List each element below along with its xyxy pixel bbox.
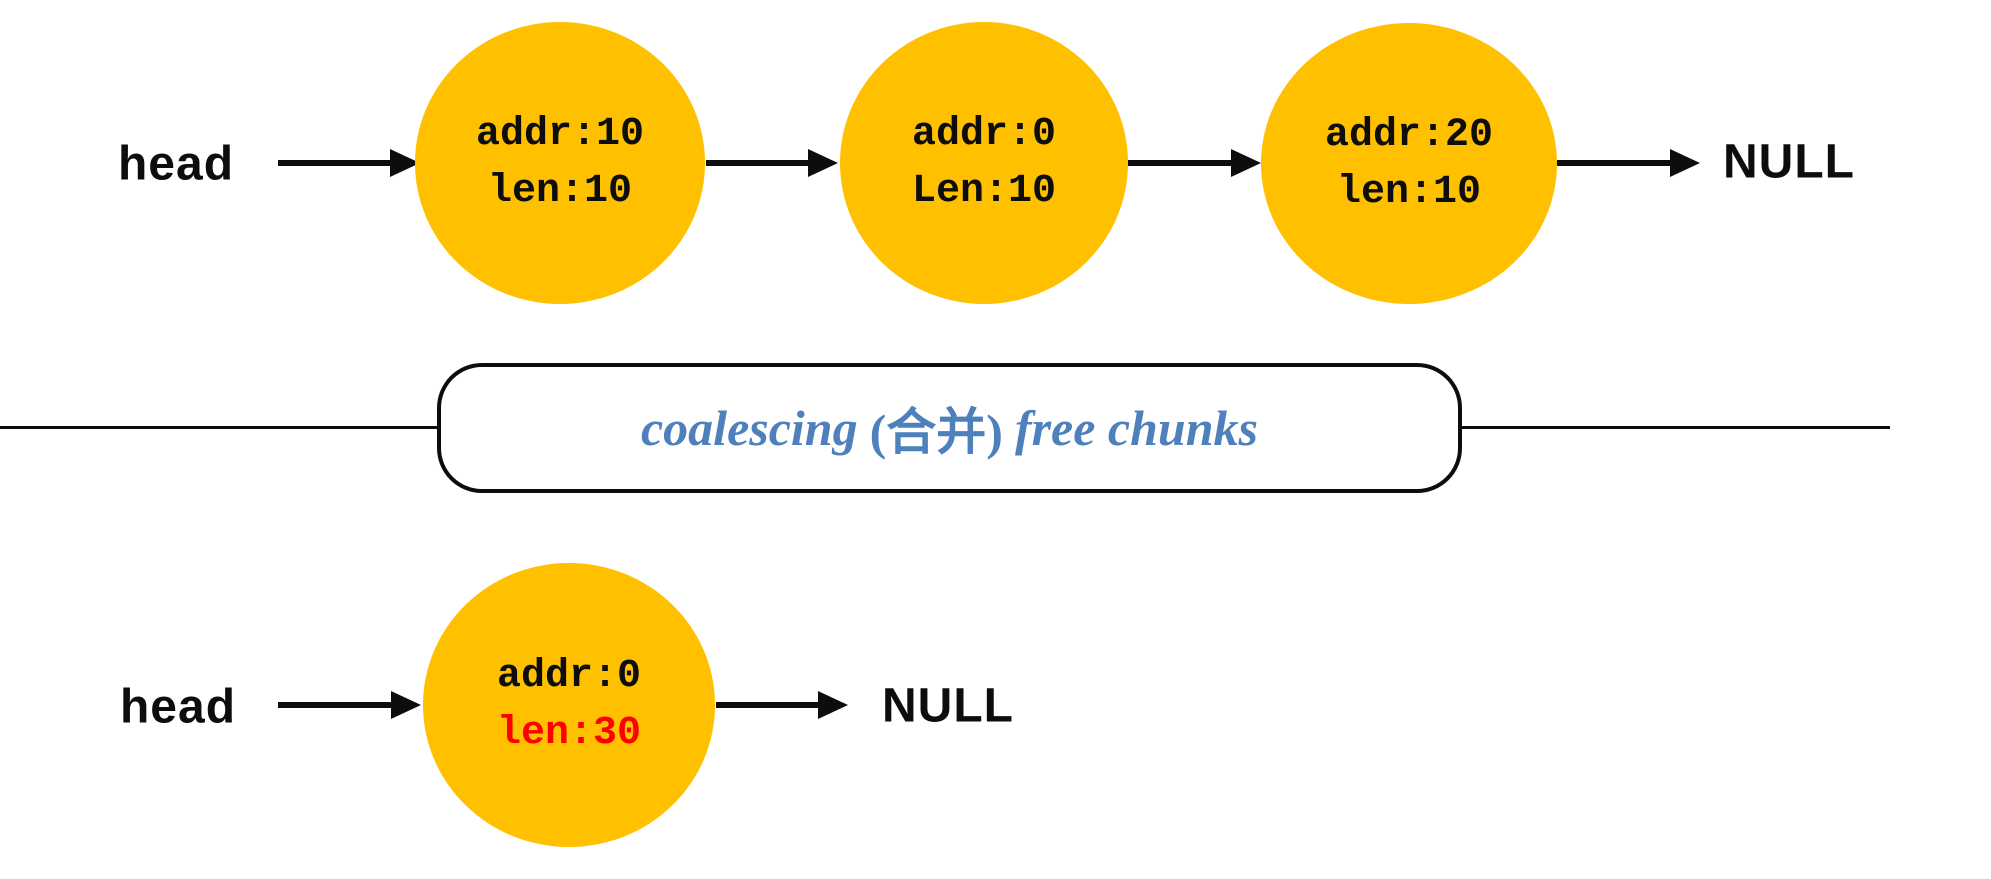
arrow-head-to-merged-node — [278, 691, 421, 719]
node-len-text: Len:10 — [911, 169, 1057, 214]
merged-free-chunk-node: addr:0 len:30 — [423, 563, 715, 847]
arrow-shaft — [716, 702, 818, 708]
banner-text-cjk: (合并) — [869, 404, 1003, 460]
arrow-tip-icon — [818, 691, 848, 719]
arrow-shaft — [278, 160, 390, 166]
free-chunk-node-3: addr:20 len:10 — [1261, 23, 1557, 304]
coalescing-banner: coalescing (合并) free chunks — [437, 363, 1462, 493]
node-addr-text: addr:0 — [496, 654, 642, 699]
arrow-shaft — [1128, 160, 1231, 166]
arrow-tip-icon — [808, 149, 838, 177]
arrow-shaft — [278, 702, 391, 708]
head-label-bottom: head — [119, 680, 237, 734]
arrow-tip-icon — [391, 691, 421, 719]
arrow-head-to-node1 — [278, 149, 420, 177]
divider-line-right — [1462, 426, 1890, 429]
free-chunk-node-1: addr:10 len:10 — [415, 22, 705, 304]
arrow-merged-node-to-null — [716, 691, 848, 719]
node-addr-text: addr:20 — [1324, 112, 1494, 158]
arrow-node3-to-null — [1557, 149, 1700, 177]
null-label-top: NULL — [1723, 135, 1855, 189]
node-addr-text: addr:10 — [475, 112, 645, 157]
free-chunk-node-2: addr:0 Len:10 — [840, 22, 1128, 304]
arrow-node1-to-node2 — [706, 149, 838, 177]
node-len-text: len:10 — [487, 169, 633, 214]
banner-text-coalescing: coalescing — [640, 400, 858, 456]
arrow-shaft — [1557, 160, 1670, 166]
arrow-tip-icon — [1231, 149, 1261, 177]
arrow-shaft — [706, 160, 808, 166]
arrow-tip-icon — [1670, 149, 1700, 177]
arrow-node2-to-node3 — [1128, 149, 1261, 177]
divider-line-left — [0, 426, 437, 429]
null-label-bottom: NULL — [882, 679, 1014, 733]
node-len-text-highlighted: len:30 — [496, 711, 642, 756]
node-len-text: len:10 — [1336, 169, 1482, 215]
banner-text-free-chunks: free chunks — [1014, 400, 1259, 456]
node-addr-text: addr:0 — [911, 112, 1057, 157]
head-label-top: head — [117, 137, 235, 191]
